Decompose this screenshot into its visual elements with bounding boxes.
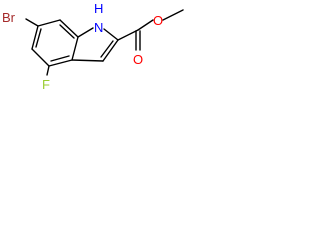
bond-c7a-n1: [77, 27, 94, 38]
bond-c6-c7: [37, 19, 61, 27]
bond-c2-c3: [102, 39, 119, 62]
bond-c5-c6-inner: [35, 28, 42, 48]
bond-c3a-c4: [48, 59, 73, 67]
bond-c2-ccarbonyl: [117, 29, 139, 41]
fluorine-label: F: [42, 77, 50, 92]
bond-c4-c5: [31, 48, 50, 67]
bond-br-c6: [25, 18, 39, 27]
bond-c7a-c3a: [71, 36, 79, 61]
bond-oester-methyl: [162, 9, 184, 21]
bond-c5-c6: [31, 25, 39, 50]
nitrogen-label: N: [94, 20, 103, 35]
bond-c-oester: [137, 19, 154, 31]
bonds: [25, 9, 184, 76]
bond-c7-c7a: [59, 19, 79, 38]
bond-c3-c3a: [71, 59, 104, 62]
bond-n1-c2: [103, 28, 119, 41]
bond-c7-c7a-inner: [59, 24, 75, 39]
ester-oxygen-label: O: [153, 13, 163, 28]
bond-c3a-c4-inner: [50, 55, 70, 62]
molecule-diagram: Br H N F O O: [2, 1, 184, 92]
bond-c2-c3-inner: [100, 40, 114, 58]
nh-hydrogen-label: H: [94, 1, 103, 16]
carbonyl-oxygen-label: O: [133, 52, 143, 67]
bromine-label: Br: [2, 10, 16, 25]
bond-c4-f: [46, 65, 50, 76]
